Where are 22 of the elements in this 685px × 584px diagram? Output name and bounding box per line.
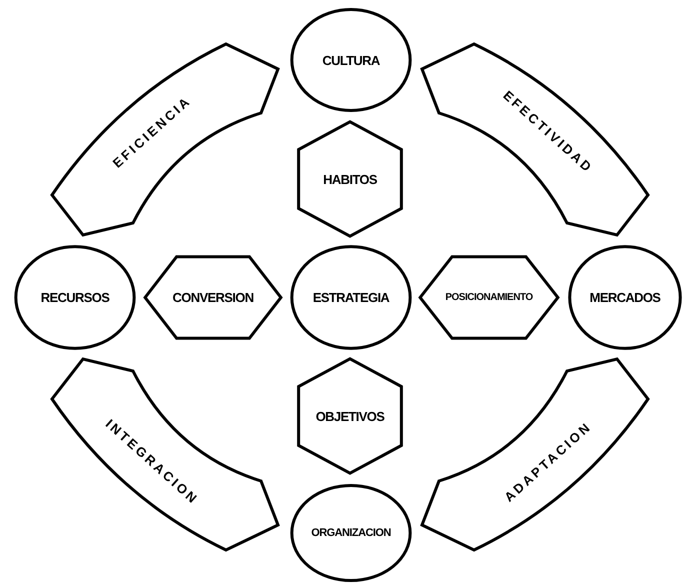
circle-node [14,245,136,350]
node-label: OBJETIVOS [316,410,384,422]
curved-band [50,357,280,552]
node-label: RECURSOS [40,291,110,304]
node-label: HABITOS [323,172,377,186]
node-label: ESTRATEGIA [312,291,390,304]
node-label: ORGANIZACION [311,528,391,538]
circle-node [290,245,412,350]
circle-node [290,484,412,582]
node-label: POSICIONAMIENTO [445,292,533,302]
curved-band [420,357,650,552]
hexagon-node [297,357,403,475]
circle-node [568,245,682,350]
circle-node [290,8,412,112]
hexagon-node [418,255,560,340]
curved-band [420,42,650,237]
node-label: CULTURA [322,54,380,66]
hexagon-node [297,120,403,238]
curved-band [50,42,280,237]
hexagon-node [143,255,283,340]
node-label: CONVERSION [172,291,254,304]
node-label: MERCADOS [590,291,660,304]
